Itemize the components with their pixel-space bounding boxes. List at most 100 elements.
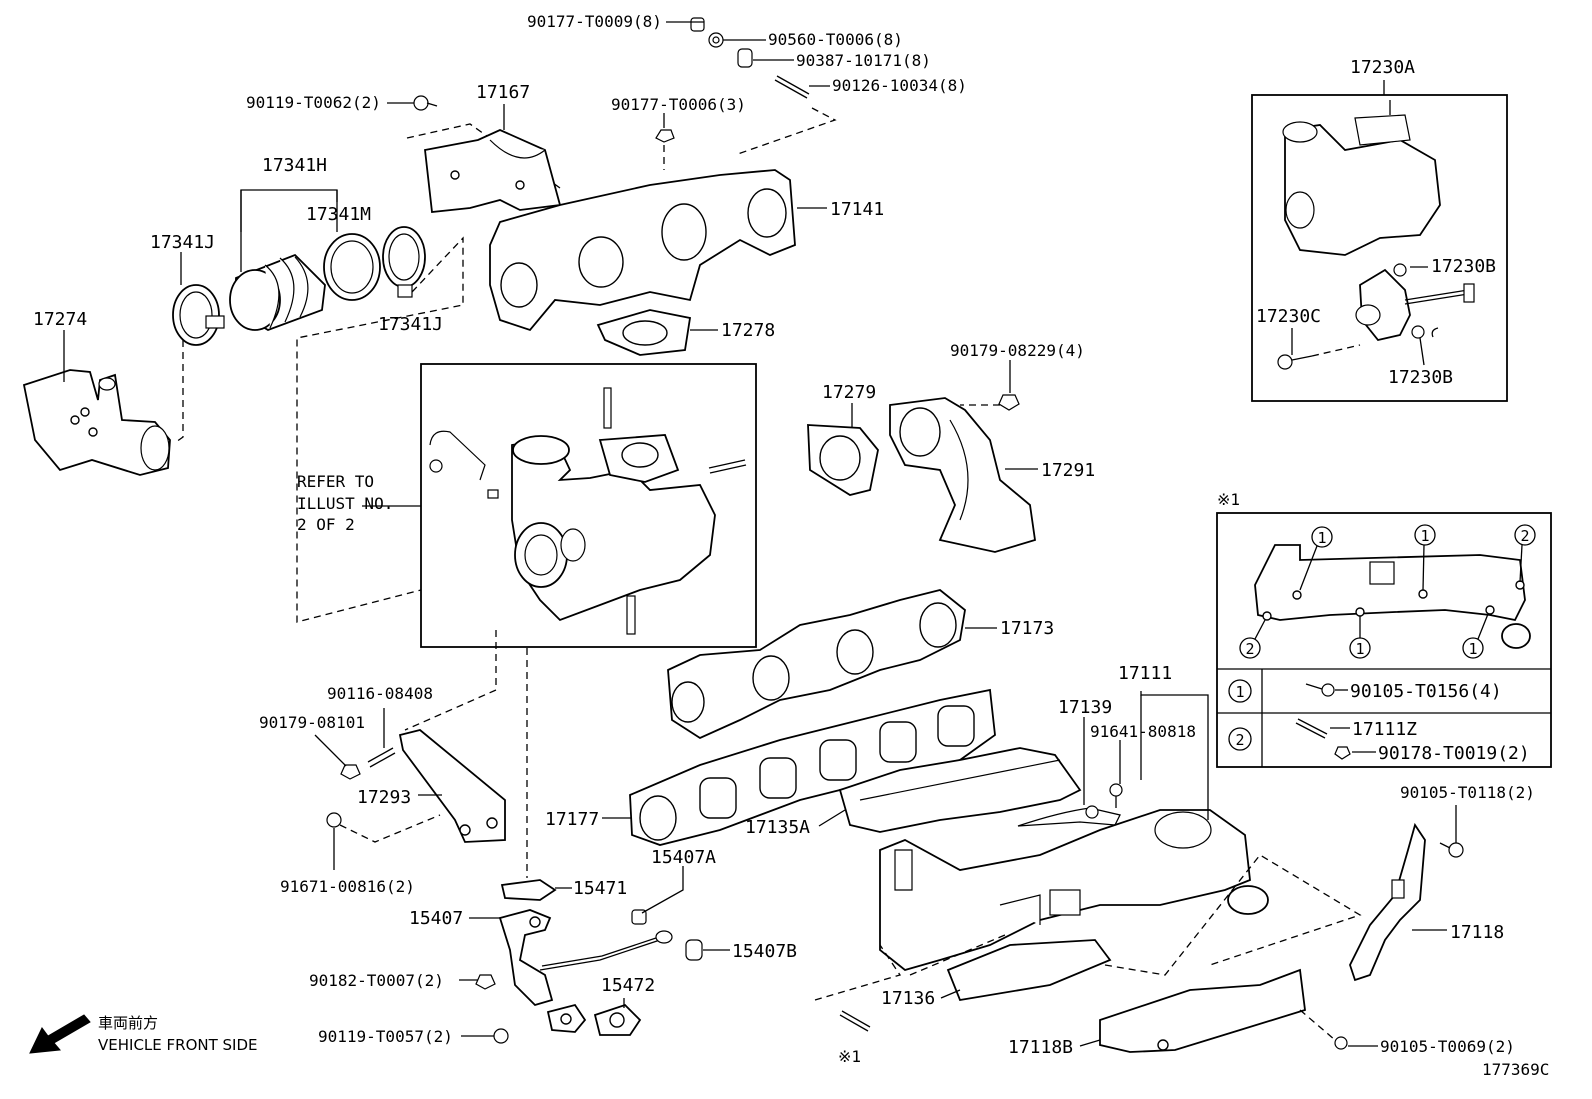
exhaust-manifold-17141 (489, 169, 796, 332)
gasket-17278 (596, 309, 692, 356)
plate-17136 (946, 939, 1112, 1002)
bracket-17118 (1349, 822, 1426, 982)
label-90179-08101: 90179-08101 (259, 713, 365, 732)
callout-circle-1d: 1 (1462, 637, 1484, 659)
svg-text:2: 2 (1520, 527, 1529, 545)
gasket-17177 (629, 688, 996, 846)
label-91641-80818: 91641-80818 (1090, 722, 1196, 741)
cover-17135A (838, 747, 1082, 833)
svg-text:90105-T0156(4): 90105-T0156(4) (1350, 681, 1502, 702)
exhaust-pipe-17291 (889, 397, 1037, 553)
bolt-91641-80818 (1109, 783, 1123, 808)
bolt-90105-T0118 (1439, 842, 1464, 858)
svg-text:1: 1 (1355, 640, 1364, 658)
label-90126-10034: 90126-10034(8) (832, 76, 967, 95)
label-90105-T0069: 90105-T0069(2) (1380, 1037, 1515, 1056)
bracket-17293 (398, 729, 506, 843)
label-90182-T0007: 90182-T0007(2) (309, 971, 444, 990)
label-17230C: 17230C (1256, 306, 1321, 327)
turbo-assembly-inset-box (1251, 94, 1508, 402)
svg-text:2: 2 (1235, 731, 1244, 749)
label-17341H: 17341H (262, 155, 327, 176)
union-15407A (631, 909, 673, 944)
label-17230B-lower: 17230B (1388, 367, 1453, 388)
label-17293: 17293 (357, 787, 411, 808)
refer-note-line3: 2 OF 2 (297, 515, 355, 534)
label-90116-08408: 90116-08408 (327, 684, 433, 703)
nut-90387-10171 (737, 48, 753, 68)
refer-note-line1: REFER TO (297, 472, 374, 491)
inset-note-mark: ※1 (1217, 490, 1240, 509)
linkage-17139 (1017, 805, 1121, 827)
oil-pipe-15407 (498, 909, 663, 1007)
turbo-assembly-17230A-drawing (1282, 100, 1441, 256)
label-17167: 17167 (476, 82, 530, 103)
ring-17341M (323, 233, 381, 301)
label-15407B: 15407B (732, 941, 797, 962)
label-17274: 17274 (33, 309, 87, 330)
clamp-17341J-right (382, 226, 426, 298)
nut-90179-08229 (998, 394, 1020, 411)
intake-manifold-17111 (879, 809, 1269, 971)
bolt-90119-T0057 (493, 1028, 509, 1044)
bolt-17230C (1277, 354, 1313, 370)
gasket-15472 (593, 1003, 642, 1036)
table-row-2: 2 17111Z 90178-T0019(2) (1228, 718, 1530, 764)
svg-text:1: 1 (1468, 640, 1477, 658)
label-90179-08229: 90179-08229(4) (950, 341, 1085, 360)
flange-15407 (546, 1003, 587, 1033)
bolt-90105-T0069 (1334, 1036, 1348, 1050)
clamp-17341J-left (172, 284, 225, 346)
label-17135A: 17135A (745, 817, 810, 838)
fitting-15407B (685, 939, 703, 961)
table-row-1: 1 90105-T0156(4) (1228, 679, 1502, 703)
manifold-detail-drawing (1254, 544, 1531, 649)
label-90560-T0006: 90560-T0006(8) (768, 30, 903, 49)
label-17291: 17291 (1041, 460, 1095, 481)
label-17341M: 17341M (306, 204, 371, 225)
manifold-detail-inset-box (1216, 512, 1552, 768)
nut-90177-T0006 (655, 129, 675, 143)
gasket-15471 (500, 879, 557, 901)
stud-90116-08408 (367, 747, 396, 768)
illustration-number: 177369C (1482, 1060, 1549, 1079)
label-17141: 17141 (830, 199, 884, 220)
front-arrow-icon (29, 1014, 91, 1054)
heat-insulator-17167 (424, 129, 562, 213)
svg-text:17111Z: 17111Z (1352, 719, 1417, 740)
callout-circle-1b: 1 (1414, 524, 1436, 546)
stud-ref-1 (839, 1010, 871, 1032)
nut-90179-08101 (340, 764, 361, 780)
refer-note-line2: ILLUST NO. (297, 494, 393, 513)
air-tube-17274 (22, 369, 171, 476)
svg-text:1: 1 (1420, 527, 1429, 545)
callout-circle-1c: 1 (1349, 637, 1371, 659)
stud-90126-10034 (774, 75, 810, 99)
label-90119-T0062: 90119-T0062(2) (246, 93, 381, 112)
label-17278: 17278 (721, 320, 775, 341)
label-90177-T0006: 90177-T0006(3) (611, 95, 746, 114)
nut-90177-T0009 (690, 17, 705, 32)
svg-text:2: 2 (1245, 640, 1254, 658)
washer-90560-T0006 (708, 32, 724, 48)
label-17230A: 17230A (1350, 57, 1415, 78)
label-17177: 17177 (545, 809, 599, 830)
label-15472: 15472 (601, 975, 655, 996)
callout-circle-1a: 1 (1311, 526, 1333, 548)
label-15471: 15471 (573, 878, 627, 899)
svg-text:1: 1 (1317, 529, 1326, 547)
label-17139: 17139 (1058, 697, 1112, 718)
front-side-english: VEHICLE FRONT SIDE (98, 1036, 258, 1054)
label-17136: 17136 (881, 988, 935, 1009)
stud-note-ref: ※1 (838, 1047, 861, 1066)
label-17118B: 17118B (1008, 1037, 1073, 1058)
label-90387-10171: 90387-10171(8) (796, 51, 931, 70)
gasket-17173 (667, 589, 966, 740)
label-17173: 17173 (1000, 618, 1054, 639)
hose-17341H (229, 253, 326, 331)
turbocharger-drawing (429, 387, 747, 635)
callout-circle-2a: 2 (1514, 524, 1536, 546)
label-90105-T0118: 90105-T0118(2) (1400, 783, 1535, 802)
label-17279: 17279 (822, 382, 876, 403)
